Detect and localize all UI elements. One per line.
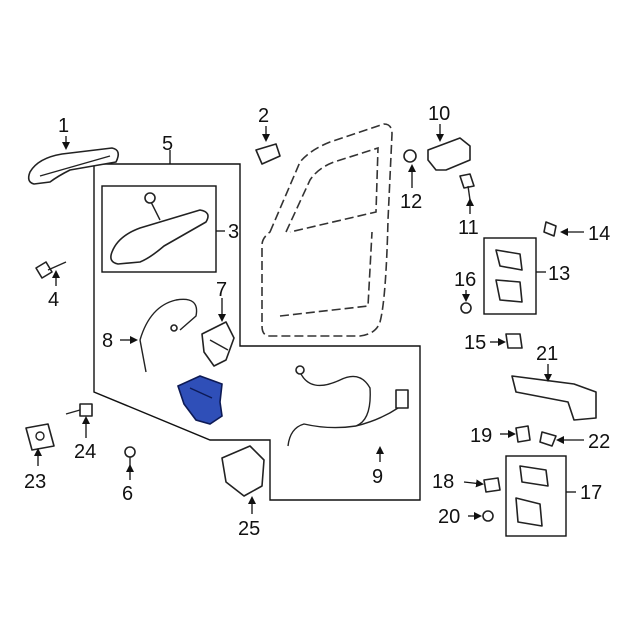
callout-labels: 1 2 3 4 5 6 7 8 9 10 11 12 13 14 15 16 1… (24, 103, 610, 540)
callout-1: 1 (58, 115, 69, 137)
callout-5: 5 (162, 133, 173, 155)
bracket-part-17 (515, 465, 549, 527)
callout-19: 19 (470, 425, 492, 447)
screw-part-6 (124, 446, 136, 468)
callout-6: 6 (122, 483, 133, 505)
group-box-3 (101, 185, 217, 273)
callout-9: 9 (372, 466, 383, 488)
door-outline (261, 123, 393, 337)
clip-part-15 (505, 333, 523, 349)
cable-part-9 (287, 365, 409, 447)
actuator-part-25 (221, 445, 265, 497)
callout-4: 4 (48, 289, 59, 311)
nut-part-12 (403, 149, 417, 163)
callout-11: 11 (458, 217, 479, 239)
cable-part-8 (139, 298, 198, 373)
callout-23: 23 (24, 471, 46, 493)
bracket-part-7 (201, 321, 235, 367)
door-latch-highlighted-part (177, 375, 223, 425)
cap-part (255, 143, 281, 165)
bolt-part-22 (539, 431, 557, 447)
leader-lines (34, 124, 584, 520)
exterior-handle-part (27, 147, 120, 185)
callout-13: 13 (548, 263, 570, 285)
bolt-part-14 (543, 221, 557, 237)
bolt-part-4 (35, 261, 67, 279)
washer-part-16 (460, 302, 472, 314)
callout-25: 25 (238, 518, 260, 540)
callout-20: 20 (438, 506, 460, 528)
clip-part-19 (515, 425, 531, 443)
callout-24: 24 (74, 441, 96, 463)
callout-7: 7 (216, 279, 227, 301)
group-box-5 (93, 163, 421, 501)
callout-8: 8 (102, 330, 113, 352)
bolt-part-11 (459, 173, 475, 201)
washer-part-20 (482, 510, 494, 522)
callout-3: 3 (228, 221, 239, 243)
group-box-13 (483, 237, 537, 315)
callout-18: 18 (432, 471, 454, 493)
group-box-17 (505, 455, 567, 537)
bolt-part-24 (65, 403, 93, 417)
callout-22: 22 (588, 431, 610, 453)
callout-15: 15 (464, 332, 486, 354)
bracket-part-13 (495, 249, 523, 303)
callout-10: 10 (428, 103, 450, 125)
callout-2: 2 (258, 105, 269, 127)
handle-bracket-part (110, 192, 209, 265)
callout-14: 14 (588, 223, 610, 245)
bolt-part-18 (483, 477, 501, 493)
hinge-part-10 (427, 137, 471, 171)
callout-12: 12 (400, 191, 422, 213)
check-strap-part-21 (511, 375, 597, 421)
callout-21: 21 (536, 343, 558, 365)
callout-16: 16 (454, 269, 476, 291)
plate-part-23 (25, 423, 55, 451)
callout-17: 17 (580, 482, 602, 504)
